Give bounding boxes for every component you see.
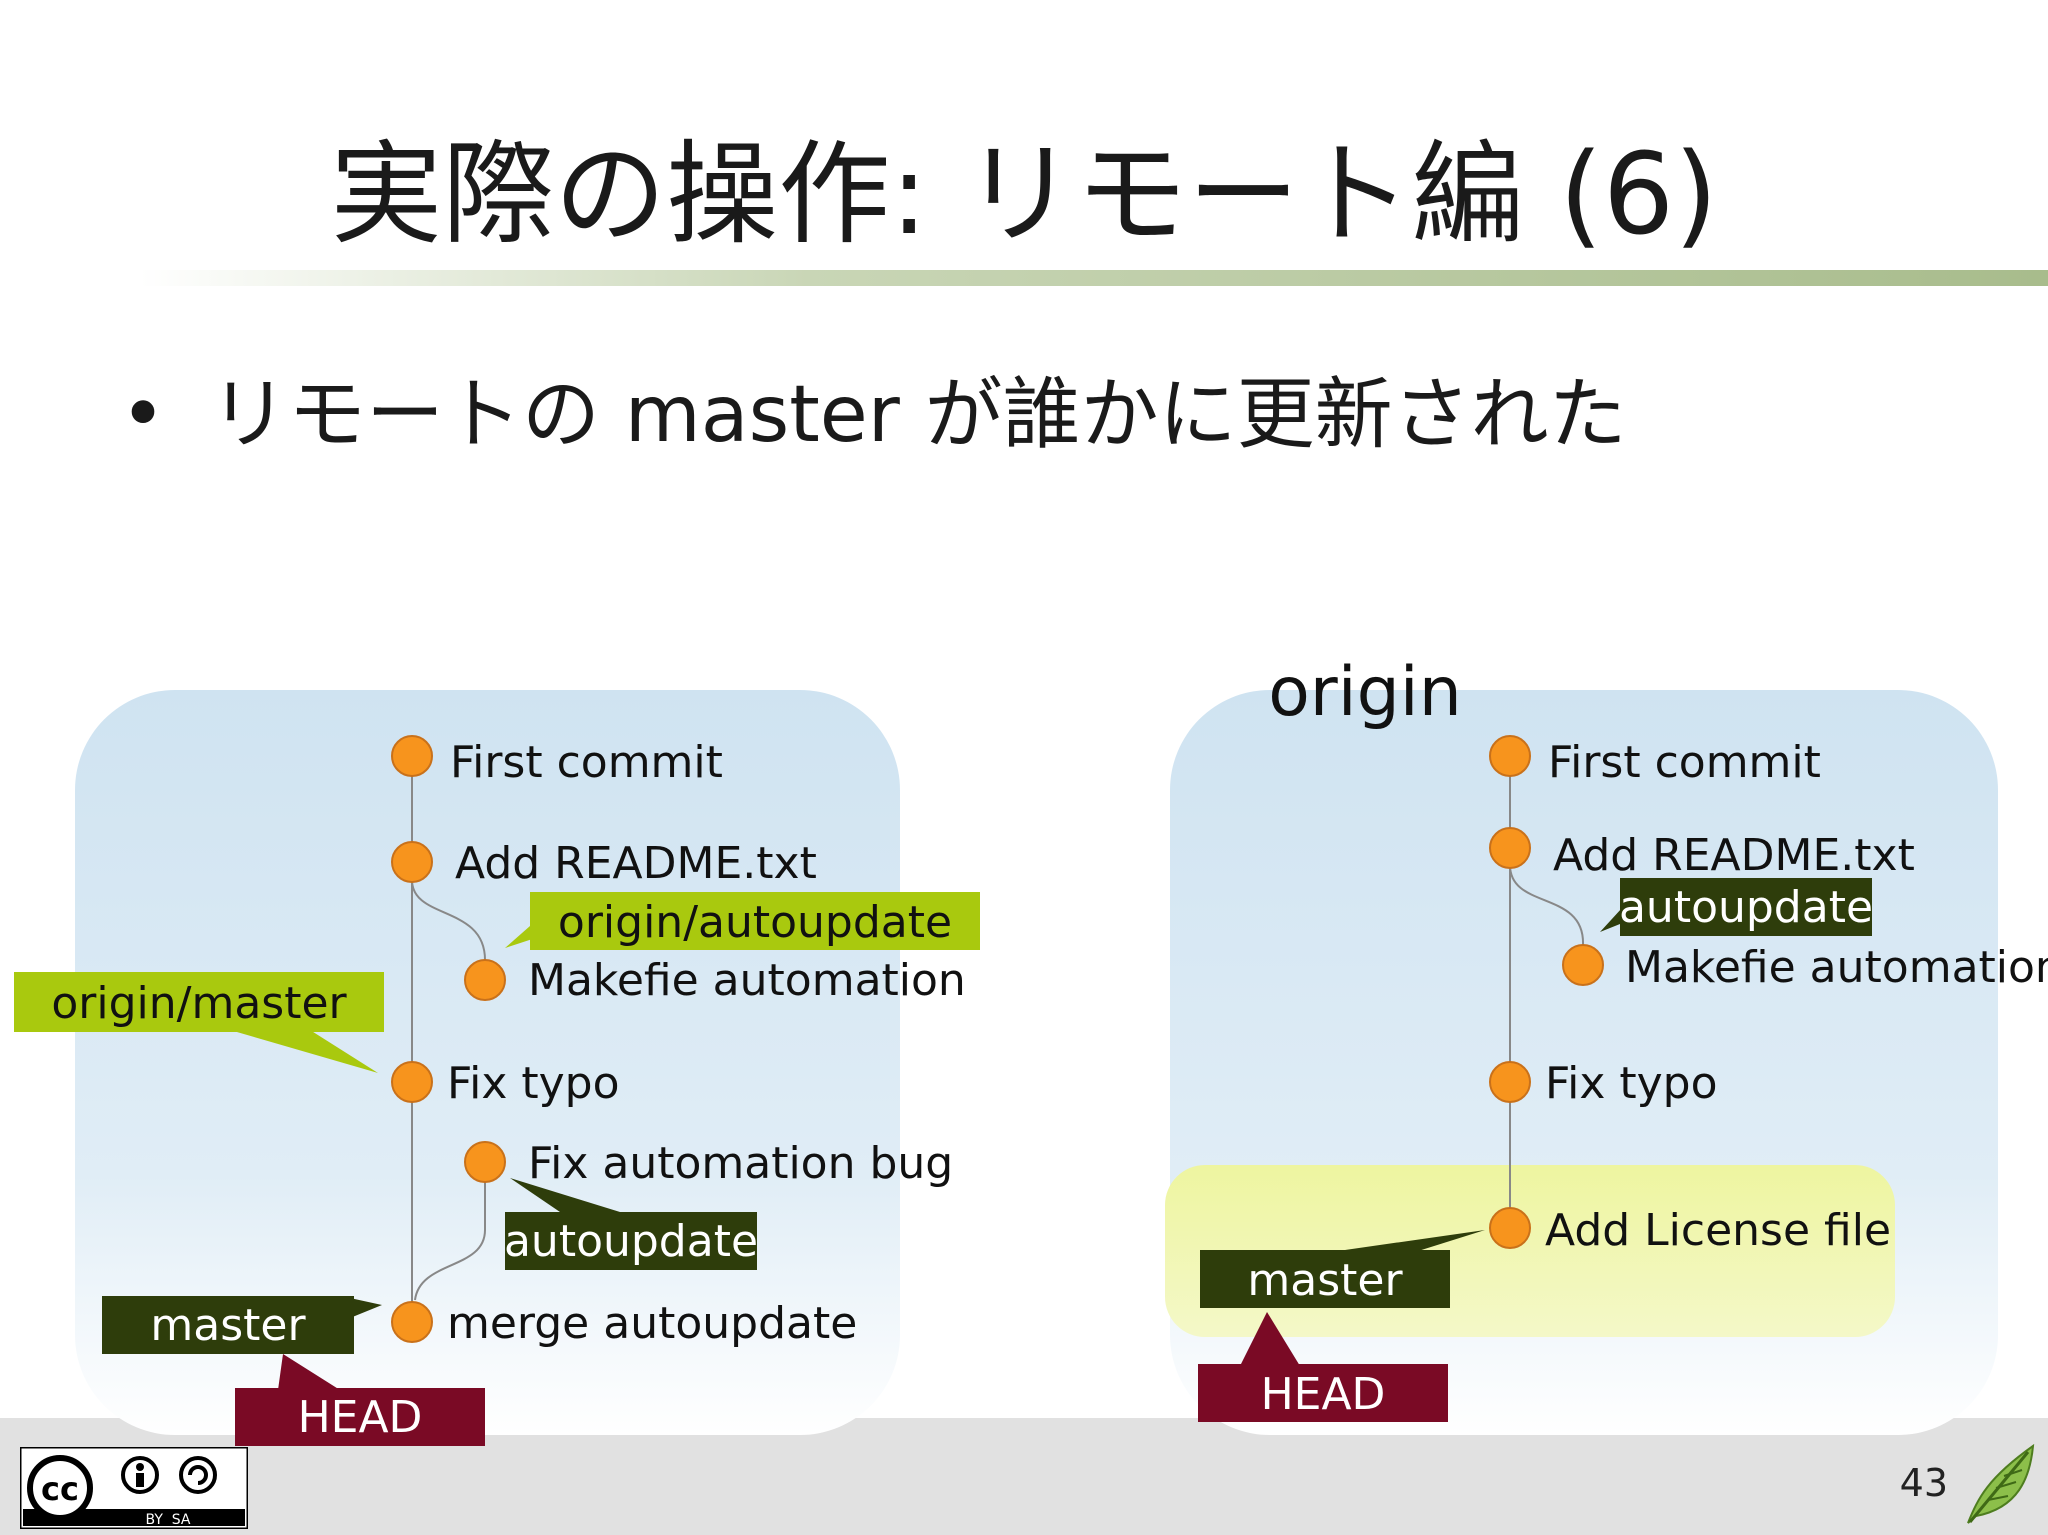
commit-label: Add License file xyxy=(1545,1205,1891,1256)
title-underline xyxy=(140,270,2048,286)
commit-label: First commit xyxy=(1548,737,1821,788)
ref-head xyxy=(235,1388,485,1446)
origin-repo-panel: origin First commit Add README.txt Makef… xyxy=(1165,653,2048,1435)
origin-branch-line xyxy=(1509,864,1585,965)
commit-label: Add README.txt xyxy=(455,838,817,889)
ref-pointer xyxy=(1240,1312,1300,1366)
ref-origin-autoupdate xyxy=(530,892,980,950)
share-alike-icon xyxy=(179,1456,217,1494)
ref-label: origin/autoupdate xyxy=(558,897,952,948)
commit-node xyxy=(1489,1061,1531,1103)
commit-node xyxy=(1562,944,1604,986)
commit-label: Makefie automation xyxy=(528,955,966,1006)
ref-pointer xyxy=(510,1178,620,1212)
ref-label: autoupdate xyxy=(1619,882,1873,933)
commit-label: First commit xyxy=(450,737,723,788)
commit-node xyxy=(391,735,433,777)
ref-label: HEAD xyxy=(298,1392,423,1443)
commit-label: Makefie automation xyxy=(1625,942,2048,993)
commit-node xyxy=(1489,1207,1531,1249)
svg-text:cc: cc xyxy=(41,1470,79,1508)
slide-title: 実際の操作: リモート編 (6) xyxy=(330,130,1718,260)
ref-pointer xyxy=(1345,1230,1485,1252)
ref-autoupdate xyxy=(1620,878,1872,936)
local-branch-out-line xyxy=(411,879,486,980)
commit-label: Fix automation bug xyxy=(528,1138,953,1189)
license-text: BY SA xyxy=(145,1512,190,1528)
ref-label: HEAD xyxy=(1261,1369,1386,1420)
commit-node xyxy=(464,1141,506,1183)
ref-label: master xyxy=(1247,1255,1403,1306)
ref-origin-master xyxy=(14,972,384,1032)
commit-node xyxy=(1489,735,1531,777)
bullet-text: リモートの master が誰かに更新された xyxy=(210,370,1627,460)
cc-by-sa-badge: cc BY SA xyxy=(20,1447,248,1529)
ref-pointer xyxy=(278,1354,340,1390)
commit-node xyxy=(1489,827,1531,869)
ref-pointer xyxy=(230,1030,378,1073)
commit-label: merge autoupdate xyxy=(447,1298,857,1349)
commit-label: Fix typo xyxy=(447,1058,620,1109)
ref-label: autoupdate xyxy=(504,1216,758,1267)
local-repo-panel: First commit Add README.txt Makefie auto… xyxy=(14,690,980,1446)
commit-label: Add README.txt xyxy=(1553,830,1915,881)
commit-label: Fix typo xyxy=(1545,1058,1718,1109)
ref-label: master xyxy=(150,1300,306,1351)
commit-node xyxy=(391,841,433,883)
ref-head xyxy=(1198,1364,1448,1422)
bullet-dot-icon: • xyxy=(120,370,167,460)
commit-node xyxy=(391,1301,433,1343)
leaf-logo-icon xyxy=(1967,1443,2035,1524)
page-number: 43 xyxy=(1899,1461,1948,1505)
ref-master xyxy=(102,1296,354,1354)
origin-title: origin xyxy=(1268,653,1462,732)
ref-label: origin/master xyxy=(51,978,347,1029)
local-merge-line xyxy=(414,1160,486,1301)
commit-node xyxy=(464,959,506,1001)
cc-logo-icon xyxy=(27,1455,93,1521)
commit-node xyxy=(391,1061,433,1103)
ref-pointer xyxy=(350,1298,382,1318)
bullet-item: • リモートの master が誰かに更新された xyxy=(120,365,1627,465)
ref-master xyxy=(1200,1250,1450,1308)
ref-autoupdate xyxy=(505,1212,757,1270)
